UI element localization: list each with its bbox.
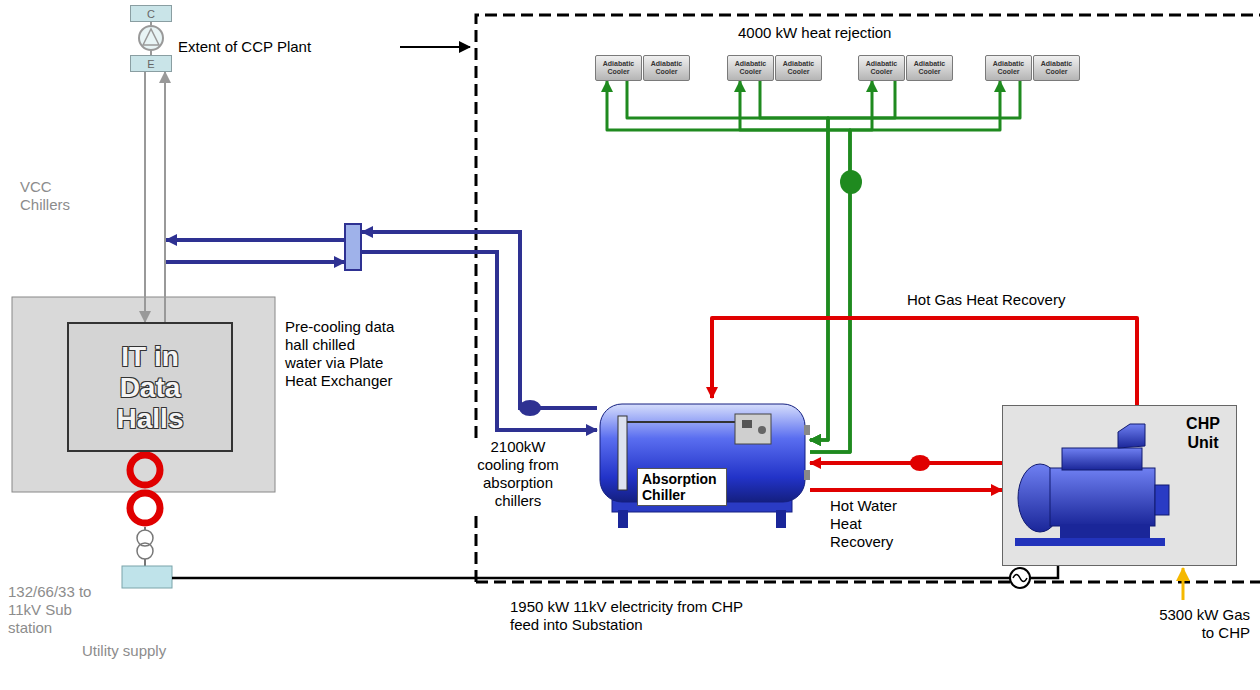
node-label: Absorption Chiller [637,468,727,506]
chiller-leg [618,510,628,528]
pipe-connector [144,72,146,322]
pump-symbol [840,170,862,194]
chiller-nozzle [804,425,810,435]
heat-rejection-label: 4000 kW heat rejection [738,24,891,42]
plate-heat-exchanger [345,224,361,270]
pipe-connector [810,81,1020,440]
edge-label: Hot Water Heat Recovery [828,497,922,551]
chp-enclosure [1002,405,1237,566]
pipe-connector [607,81,850,452]
engine-part [1155,485,1169,515]
plant-extent-label: Extent of CCP Plant [178,38,311,56]
engine-head [1062,448,1142,470]
pump-symbol [519,400,541,416]
pipe-connector [760,81,828,440]
data-hall-building [12,297,275,492]
power-cable [172,566,1058,578]
control-panel [742,420,752,428]
chilled-water-pipe [166,260,345,264]
chp-unit: CHP Unit [1002,405,1237,566]
heat-exchanger-label: Pre-cooling data hall chilled water via … [285,318,395,390]
chiller-leg [776,510,786,528]
cooler-label: Adiabatic Cooler [727,55,774,81]
pipe-connector [810,81,1000,452]
engine-block [1050,468,1155,526]
chiller-pipe [627,421,735,423]
adiabatic-cooler: Adiabatic CoolerAdiabatic Cooler [727,55,822,81]
pipe-connector [627,81,828,440]
chilled-water-pipe [362,252,597,430]
compressor-symbol [143,29,159,45]
cooler-label: Adiabatic Cooler [1033,55,1080,81]
control-panel [735,414,771,444]
chiller-heat-exchanger: E [130,55,172,72]
cooler-label: Adiabatic Cooler [643,55,690,81]
node-label: CHP Unit [1176,414,1230,452]
pipe-connector [810,461,1002,465]
plant-boundary [476,15,1260,582]
pipe-connector [740,81,850,452]
control-panel [758,426,766,434]
generator-symbol [1010,568,1030,588]
node-label: C [147,8,155,20]
adiabatic-cooler: Adiabatic CoolerAdiabatic Cooler [595,55,690,81]
pipe-connector [712,318,1137,405]
utility-label: Utility supply [82,642,166,660]
chilled-water-pipe [166,238,345,242]
chiller-nozzle [804,470,810,480]
cooler-label: Adiabatic Cooler [858,55,905,81]
gas-supply-arrow [1182,568,1185,600]
cooler-label: Adiabatic Cooler [906,55,953,81]
node-label: E [147,58,154,70]
chiller-heat-exchanger: C [130,5,172,22]
pipe-connector [810,81,895,440]
cooler-label: Adiabatic Cooler [985,55,1032,81]
engine-exhaust [1118,424,1145,448]
chiller-label: VCC Chillers [20,178,90,214]
adiabatic-cooler: Adiabatic CoolerAdiabatic Cooler [858,55,953,81]
adiabatic-cooler: Adiabatic CoolerAdiabatic Cooler [985,55,1080,81]
engine-sump [1060,524,1150,538]
pump-symbol [910,455,930,471]
power-line [144,559,146,566]
engine-skid [1015,538,1165,546]
absorption-chiller: Absorption Chiller [597,398,810,532]
pipe-connector [810,81,872,452]
electricity-label: 1950 kW 11kV electricity from CHP feed i… [510,598,750,634]
chiller-tube [618,416,627,490]
cooling-capacity-label: 2100kW cooling from absorption chillers [466,438,570,510]
data-hall-box: IT in Data Halls [67,322,233,452]
edge-label: Hot Gas Heat Recovery [905,291,1067,309]
current-transformer [130,493,160,523]
pipe-connector [164,72,166,322]
transformer-symbol [137,543,153,559]
pipe-connector [810,488,1002,492]
refrigerant-line [150,22,152,25]
substation-box [122,566,172,588]
leader-arrow [400,46,470,48]
generator-symbol [1013,575,1027,582]
substation-label: 132/66/33 to 11kV Sub station [8,583,113,637]
gas-input-label: 5300 kW Gas to CHP [1150,606,1250,642]
cooler-label: Adiabatic Cooler [595,55,642,81]
cooler-label: Adiabatic Cooler [775,55,822,81]
current-transformer [130,455,160,485]
compressor-symbol [139,26,163,50]
node-label: IT in Data Halls [100,341,200,434]
chilled-water-pipe [362,232,597,408]
